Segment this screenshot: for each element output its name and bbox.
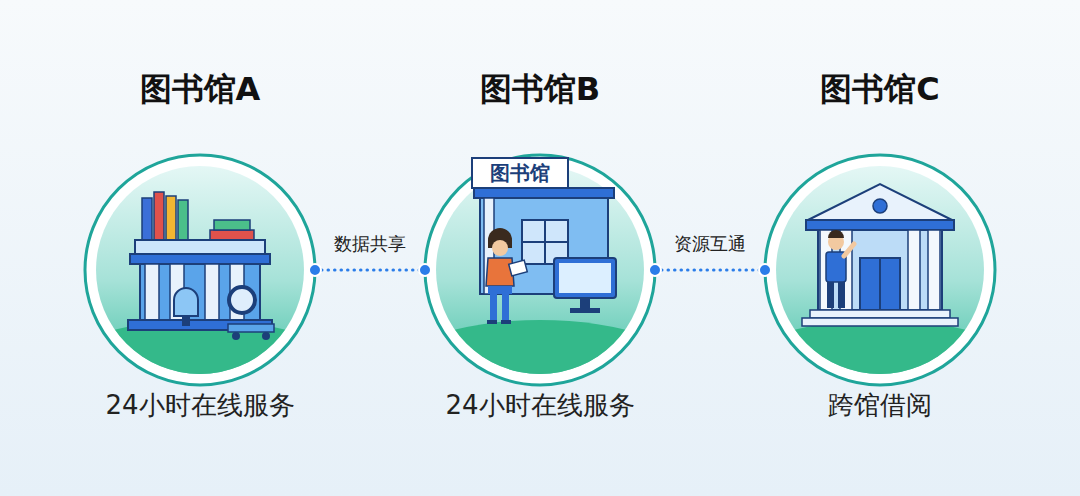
illustration-part xyxy=(390,155,690,430)
node-title: 图书馆A xyxy=(85,65,315,113)
illustration-part xyxy=(509,260,528,276)
illustration-part xyxy=(229,287,255,313)
connector-dot xyxy=(419,264,431,276)
illustration-part xyxy=(501,320,511,324)
illustration-part xyxy=(232,332,240,340)
illustration-part xyxy=(559,263,611,293)
node-caption: 24小时在线服务 xyxy=(425,387,655,423)
illustration-part xyxy=(806,220,954,230)
illustration-part xyxy=(554,258,616,298)
illustration-part xyxy=(810,310,950,318)
illustration-part xyxy=(178,200,188,240)
illustration-part xyxy=(135,240,265,254)
dotted-connector xyxy=(655,269,765,272)
illustration-part xyxy=(522,241,568,243)
illustration-part xyxy=(860,258,900,310)
illustration-part xyxy=(488,286,512,294)
library-b-art xyxy=(390,155,690,430)
illustration-part xyxy=(262,332,270,340)
illustration-part xyxy=(142,198,152,240)
illustration-part xyxy=(828,230,844,238)
node-title: 图书馆C xyxy=(765,65,995,113)
connector-label: 数据共享 xyxy=(334,232,406,256)
illustration-part xyxy=(487,320,497,324)
illustration-part xyxy=(844,244,854,256)
illustration-part xyxy=(928,230,940,310)
illustration-part xyxy=(50,155,350,430)
library-node: 图书馆C 跨馆借阅 xyxy=(765,65,995,425)
illustration-part xyxy=(838,282,845,308)
illustration-part xyxy=(818,230,942,310)
illustration-part xyxy=(182,316,190,326)
connector-dot xyxy=(309,264,321,276)
illustration-part xyxy=(154,192,164,240)
connector-label: 资源互通 xyxy=(674,232,746,256)
node-caption: 跨馆借阅 xyxy=(765,387,995,423)
illustration-part xyxy=(474,188,614,198)
illustration-part xyxy=(502,294,509,320)
illustration-part xyxy=(145,264,159,320)
illustration-part xyxy=(486,258,514,286)
illustration-part xyxy=(827,282,834,308)
illustration-part xyxy=(214,220,250,230)
illustration-part xyxy=(140,264,260,320)
library-a-art xyxy=(50,155,350,430)
illustration-part xyxy=(174,288,198,316)
illustration-part xyxy=(908,230,920,310)
illustration-part xyxy=(580,298,590,308)
node-title: 图书馆B xyxy=(425,65,655,113)
library-c-art xyxy=(730,155,1030,430)
illustration-part xyxy=(228,324,274,332)
illustration-part xyxy=(873,199,887,213)
dotted-connector xyxy=(315,269,425,272)
illustration-part xyxy=(730,155,1030,430)
illustration-part xyxy=(802,318,958,326)
illustration-part xyxy=(492,240,508,256)
library-node: 图书馆B 24小时在线服务 xyxy=(425,65,655,425)
illustration-part xyxy=(130,254,270,264)
illustration-part xyxy=(879,258,881,310)
sign-text: 图书馆 xyxy=(472,158,568,188)
illustration-part xyxy=(472,158,568,188)
illustration-part xyxy=(570,308,600,313)
illustration-part xyxy=(808,184,952,220)
node-caption: 24小时在线服务 xyxy=(85,387,315,423)
illustration-part xyxy=(166,196,176,240)
illustration-part xyxy=(205,264,219,320)
library-node: 图书馆A 24小时在线服务 xyxy=(85,65,315,425)
illustration-part xyxy=(490,294,497,320)
illustration-part xyxy=(210,230,254,240)
connector-dot xyxy=(759,264,771,276)
connector-dot xyxy=(649,264,661,276)
